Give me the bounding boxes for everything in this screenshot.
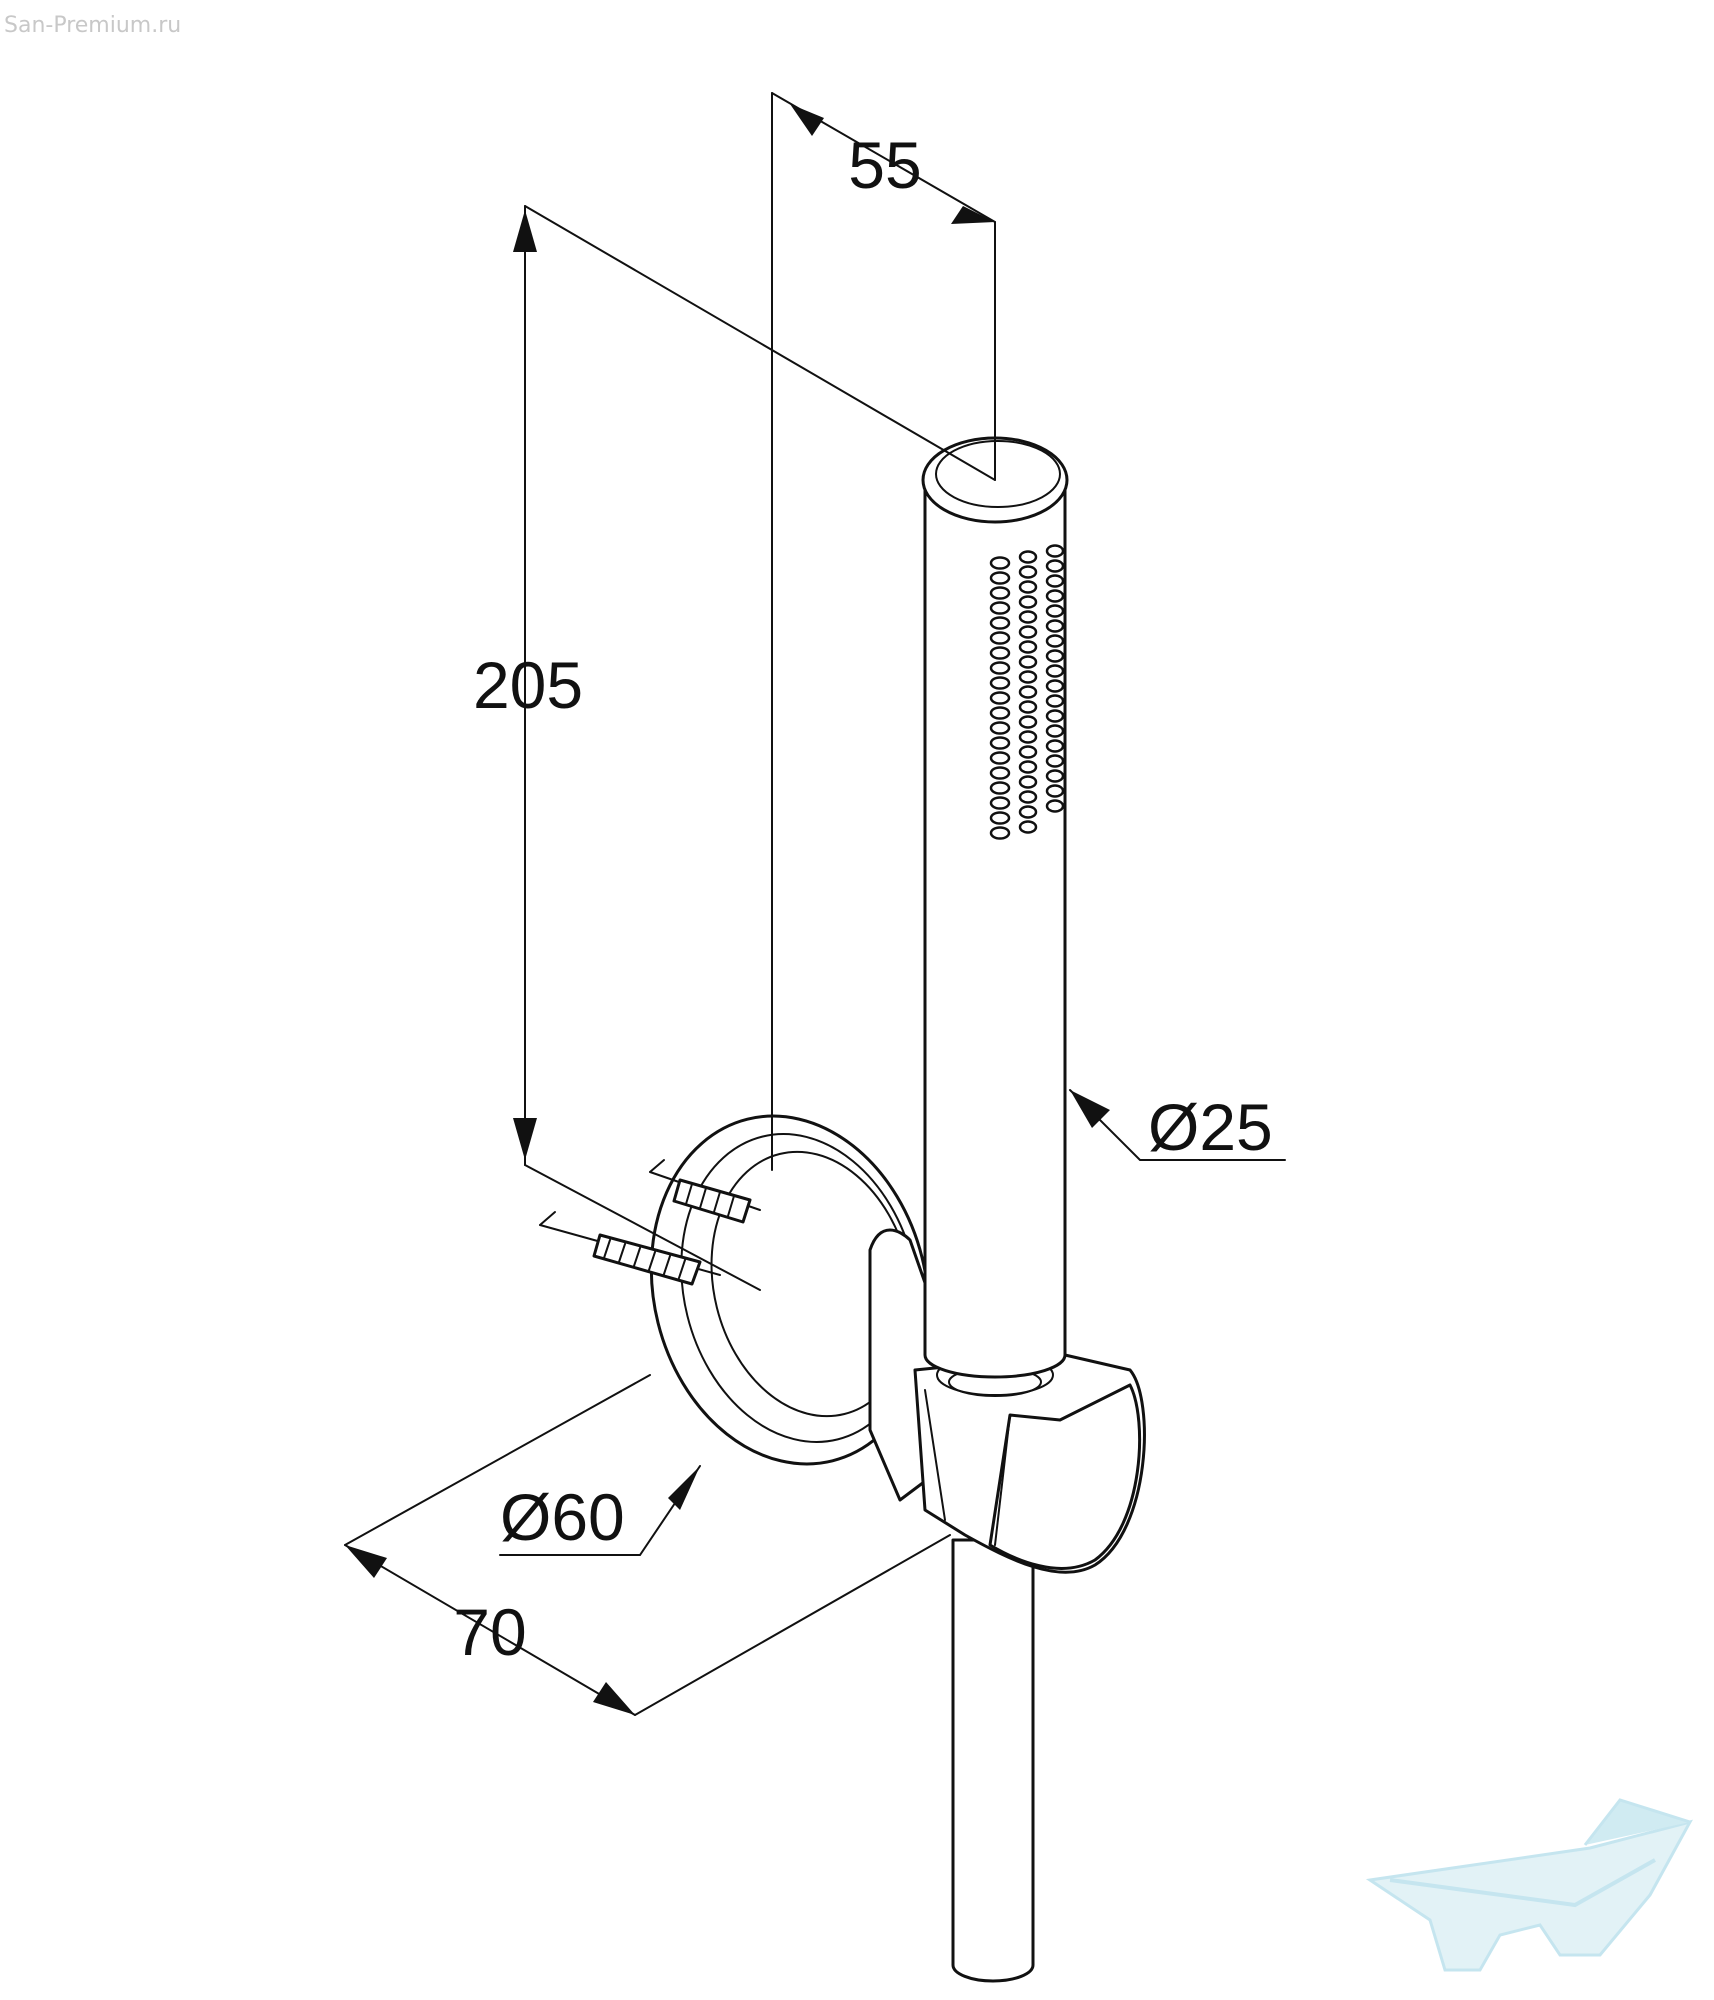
hand-shower [921,436,1069,1379]
spray-nozzle [1018,715,1038,729]
spray-nozzle [1018,670,1038,684]
spray-nozzles [989,544,1065,840]
dimension-projection-label: 70 [453,1595,526,1669]
spray-nozzle [989,736,1011,750]
spray-nozzle [989,556,1011,570]
spray-nozzle [1045,709,1065,723]
spray-nozzle [1018,550,1038,564]
spray-nozzle [989,721,1011,735]
spray-nozzle [1018,730,1038,744]
spray-nozzle [989,646,1011,660]
spray-nozzle [1018,760,1038,774]
dimension-bracket-diameter-label: Ø60 [500,1480,625,1554]
spray-nozzle [1045,724,1065,738]
spray-nozzle [1045,634,1065,648]
spray-nozzle [1045,559,1065,573]
spray-nozzle [1018,790,1038,804]
spray-nozzle [1018,655,1038,669]
spray-nozzle [1045,649,1065,663]
spray-nozzle [1045,679,1065,693]
spray-nozzle [989,571,1011,585]
spray-nozzle [989,766,1011,780]
spray-nozzle [989,691,1011,705]
spray-nozzle [989,676,1011,690]
spray-nozzle [1018,775,1038,789]
spray-nozzle [1045,604,1065,618]
spray-nozzle [989,751,1011,765]
dimension-height-label: 205 [473,648,583,722]
spray-nozzle [1045,574,1065,588]
spray-nozzle [989,616,1011,630]
spray-nozzle [989,601,1011,615]
spray-nozzle [1045,754,1065,768]
hose [951,1538,1035,1983]
spray-nozzle [1045,784,1065,798]
spray-nozzle [1018,580,1038,594]
dimension-handle-diameter-label: Ø25 [1148,1090,1273,1164]
spray-nozzle [1018,700,1038,714]
spray-nozzle [1045,739,1065,753]
spray-nozzle [1045,589,1065,603]
spray-nozzle [1045,619,1065,633]
watermark-site: San-Premium.ru [4,13,181,38]
spray-nozzle [1045,769,1065,783]
spray-nozzle [1018,685,1038,699]
spray-nozzle [1045,544,1065,558]
dimension-depth-label: 55 [848,128,921,202]
spray-nozzle [989,586,1011,600]
spray-nozzle [989,781,1011,795]
spray-nozzle [1045,799,1065,813]
spray-nozzle [1018,625,1038,639]
dimension-lines [344,92,1286,1716]
spray-nozzle [1018,745,1038,759]
wall-anchor-screws [539,1159,761,1286]
spray-nozzle [989,631,1011,645]
spray-nozzle [1018,595,1038,609]
spray-nozzle [1018,640,1038,654]
spray-nozzle [1018,820,1038,834]
spray-nozzle [1018,805,1038,819]
spray-nozzle [1045,694,1065,708]
spray-nozzle [989,826,1011,840]
spray-nozzle [989,796,1011,810]
spray-nozzle [989,811,1011,825]
spray-nozzle [1018,565,1038,579]
bathtub-logo-icon [1365,1798,1693,1972]
spray-nozzle [1045,664,1065,678]
spray-nozzle [989,661,1011,675]
spray-nozzle [989,706,1011,720]
spray-nozzle [1018,610,1038,624]
